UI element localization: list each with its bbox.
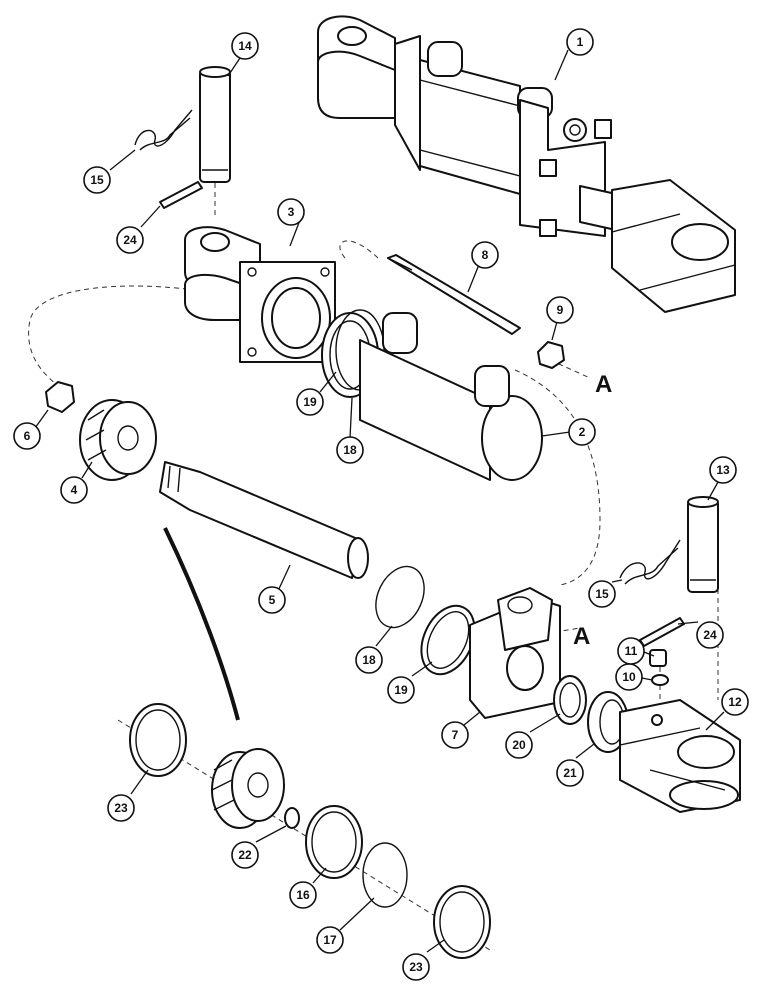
svg-text:22: 22 [238, 848, 252, 862]
cotter-pin-24 [159, 181, 203, 209]
svg-text:21: 21 [563, 766, 577, 780]
svg-text:13: 13 [716, 463, 730, 477]
svg-text:18: 18 [362, 653, 376, 667]
callout-16: 16 [289, 881, 317, 909]
nut-9 [537, 341, 565, 369]
callout-1: 1 [566, 28, 594, 56]
nut-6 [45, 381, 75, 413]
svg-text:19: 19 [394, 683, 408, 697]
svg-text:11: 11 [625, 644, 638, 658]
connection-letters: A A [573, 371, 612, 650]
tie-rod-8 [387, 254, 521, 335]
barrel-2 [359, 312, 543, 481]
svg-text:6: 6 [24, 429, 31, 443]
callout-24-top: 24 [116, 226, 144, 254]
svg-text:24: 24 [703, 628, 717, 642]
grease-fitting-11 [649, 649, 667, 667]
svg-text:24: 24 [123, 233, 137, 247]
svg-text:17: 17 [323, 933, 337, 947]
svg-text:12: 12 [728, 695, 742, 709]
svg-text:3: 3 [288, 205, 295, 219]
piston-seal-kit [129, 703, 491, 959]
lower-rings-18-19 [375, 565, 476, 676]
piston-rod-5 [159, 461, 369, 579]
svg-text:5: 5 [269, 593, 276, 607]
clevis-12 [619, 699, 741, 813]
callout-15-right: 15 [588, 580, 616, 608]
hair-pin-clip-15 [134, 109, 193, 151]
connection-letter-a-bottom: A [573, 623, 590, 650]
callout-21: 21 [556, 759, 584, 787]
svg-text:8: 8 [482, 248, 489, 262]
callout-15: 15 [83, 166, 111, 194]
callouts: 1 2 3 4 5 6 7 8 9 10 11 12 13 14 15 15 1… [13, 28, 749, 981]
callout-19-top: 19 [296, 388, 324, 416]
callout-3: 3 [277, 198, 305, 226]
callout-7: 7 [441, 721, 469, 749]
callout-10: 10 [615, 663, 643, 691]
svg-text:16: 16 [296, 888, 310, 902]
callout-2: 2 [568, 418, 596, 446]
callout-24-right: 24 [696, 621, 724, 649]
pin-14 [199, 66, 231, 183]
base-end-cap-3 [184, 226, 336, 363]
svg-text:10: 10 [622, 670, 636, 684]
reference-arrow [163, 527, 240, 721]
assembled-cylinder [317, 15, 736, 313]
callout-13: 13 [709, 456, 737, 484]
callout-22: 22 [231, 841, 259, 869]
svg-text:7: 7 [452, 728, 459, 742]
leader-lines [34, 49, 725, 953]
callout-23-left: 23 [107, 794, 135, 822]
callout-17: 17 [316, 926, 344, 954]
callout-6: 6 [13, 422, 41, 450]
callout-4: 4 [60, 476, 88, 504]
svg-text:23: 23 [114, 801, 128, 815]
svg-text:23: 23 [409, 960, 423, 974]
cotter-pin-24-right [639, 617, 685, 647]
rod-end-cap-7 [469, 587, 561, 719]
svg-text:14: 14 [238, 39, 252, 53]
washer-10 [651, 674, 669, 686]
svg-text:15: 15 [90, 173, 104, 187]
callout-20: 20 [505, 731, 533, 759]
svg-text:15: 15 [595, 587, 609, 601]
assembly-lines [28, 180, 719, 951]
piston-4 [79, 399, 157, 481]
svg-text:9: 9 [557, 303, 564, 317]
svg-text:4: 4 [71, 483, 78, 497]
wiper-21 [587, 691, 629, 753]
pin-13 [687, 496, 719, 593]
svg-text:18: 18 [343, 443, 357, 457]
connection-letter-a-top: A [595, 371, 612, 398]
svg-text:1: 1 [577, 35, 584, 49]
svg-text:20: 20 [512, 738, 526, 752]
callout-12: 12 [721, 688, 749, 716]
svg-text:19: 19 [303, 395, 317, 409]
callout-9: 9 [546, 296, 574, 324]
callout-11: 11 [617, 637, 645, 665]
hair-pin-clip-15-right [619, 539, 681, 585]
callout-18-bottom: 18 [355, 646, 383, 674]
callout-5: 5 [258, 586, 286, 614]
callout-8: 8 [471, 241, 499, 269]
callout-19-bottom: 19 [387, 676, 415, 704]
rod-seal-20 [553, 675, 587, 725]
svg-text:2: 2 [579, 425, 586, 439]
callout-18-top: 18 [336, 436, 364, 464]
callout-14: 14 [231, 32, 259, 60]
callout-23-bottom: 23 [402, 953, 430, 981]
